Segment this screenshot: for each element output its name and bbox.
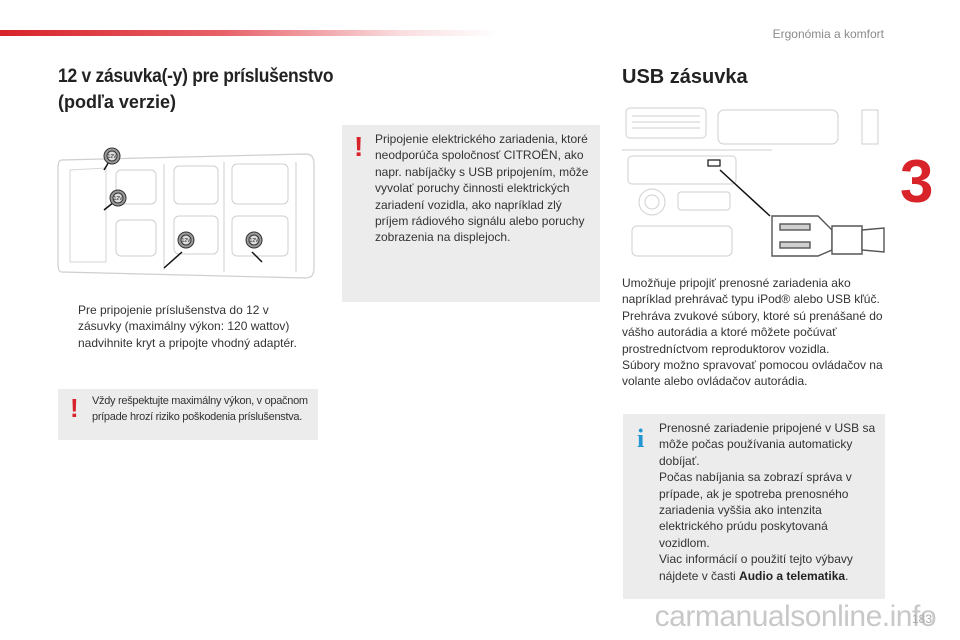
van-interior-illustration: 12V 12V 12V 12V xyxy=(56,140,318,290)
watermark: carmanualsonline.info xyxy=(654,600,937,633)
power-warning-box: ! Vždy rešpektujte maximálny výkon, v op… xyxy=(58,389,318,440)
info-para-3-prefix: Viac informácií o použití tejto výbavy n… xyxy=(659,552,853,583)
socket-subtitle: (podľa verzie) xyxy=(58,92,176,112)
usb-port-illustration xyxy=(622,104,886,266)
header-accent-bar xyxy=(0,30,500,36)
socket-instruction: Pre pripojenie príslušenstva do 12 v zás… xyxy=(62,302,312,351)
info-para-3-suffix: . xyxy=(845,568,849,583)
socket-title: 12 v zásuvka(-y) pre príslušenstvo xyxy=(58,66,334,87)
usb-info-text: Prenosné zariadenie pripojené v USB sa m… xyxy=(659,420,881,584)
socket-label-2: 12V xyxy=(114,196,124,202)
usb-info-box: i Prenosné zariadenie pripojené v USB sa… xyxy=(623,414,885,599)
info-icon: i xyxy=(637,424,645,453)
audio-telematics-ref: Audio a telematika xyxy=(739,568,846,583)
info-para-2: Počas nabíjania sa zobrazí správa v príp… xyxy=(659,470,852,550)
info-para-1: Prenosné zariadenie pripojené v USB sa m… xyxy=(659,421,876,468)
socket-label-4: 12V xyxy=(250,238,260,244)
usb-description: Umožňuje pripojiť prenosné zariadenia ak… xyxy=(622,275,884,390)
section-title: Ergonómia a komfort xyxy=(772,27,884,41)
power-warning-text: Vždy rešpektujte maximálny výkon, v opač… xyxy=(92,395,308,423)
socket-instruction-text: Pre pripojenie príslušenstva do 12 v zás… xyxy=(78,303,297,350)
socket-label-3: 12V xyxy=(182,238,192,244)
warning-icon: ! xyxy=(70,393,79,423)
usb-para-1: Umožňuje pripojiť prenosné zariadenia ak… xyxy=(622,276,880,307)
usb-para-2: Prehráva zvukové súbory, ktoré sú prenáš… xyxy=(622,308,883,356)
page-number: 183 xyxy=(911,612,932,626)
warning-icon: ! xyxy=(354,131,364,162)
device-warning-box: ! Pripojenie elektrického zariadenia, kt… xyxy=(342,125,600,302)
usb-para-3: Súbory možno spravovať pomocou ovládačov… xyxy=(622,358,883,389)
device-warning-text: Pripojenie elektrického zariadenia, ktor… xyxy=(375,132,589,245)
usb-title: USB zásuvka xyxy=(622,66,748,88)
chapter-number: 3 xyxy=(900,148,934,215)
socket-label-1: 12V xyxy=(108,154,118,160)
info-para-3: Viac informácií o použití tejto výbavy n… xyxy=(659,551,881,584)
